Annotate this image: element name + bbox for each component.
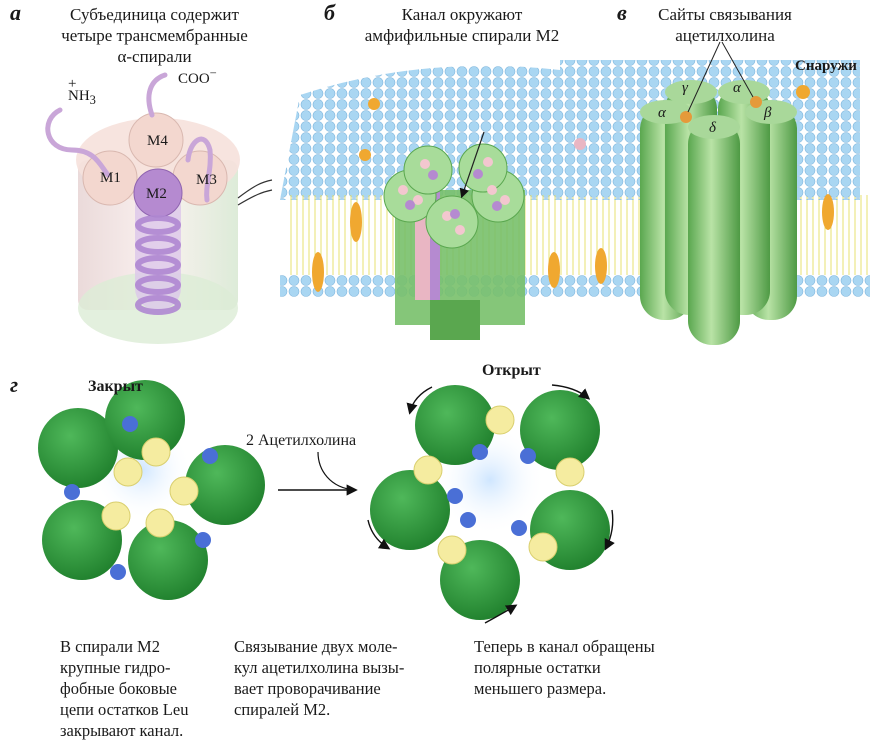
subunit-alpha-right: α xyxy=(733,80,741,96)
desc-left-line: фобные боковые xyxy=(60,679,177,698)
helix-label-m4: M4 xyxy=(147,133,168,149)
caption-b-line: Канал окружают xyxy=(401,5,523,24)
desc-middle-line: Связывание двух моле- xyxy=(234,637,398,656)
nh3-label: NH3 xyxy=(68,88,96,108)
caption-a: Субъединица содержит четыре трансмембран… xyxy=(22,4,287,67)
open-channel xyxy=(367,384,615,624)
desc-right: Теперь в канал обращены полярные остатки… xyxy=(474,636,714,699)
caption-c: Сайты связывания ацетилхолина xyxy=(640,4,810,46)
caption-b: Канал окружают амфифильные спирали М2 xyxy=(332,4,592,46)
closed-channel xyxy=(38,380,265,600)
closed-label: Закрыт xyxy=(88,378,143,395)
coo-label: COO− xyxy=(178,66,217,88)
helix-label-m2: M2 xyxy=(146,186,167,202)
desc-middle: Связывание двух моле- кул ацетилхолина в… xyxy=(234,636,449,720)
coo-superscript: − xyxy=(209,66,217,80)
subunit-gamma: γ xyxy=(682,80,688,96)
subunit-alpha-left: α xyxy=(658,105,666,121)
desc-left: В спирали М2 крупные гидро- фобные боков… xyxy=(60,636,230,741)
channel-cutaway xyxy=(383,131,525,340)
nh3-text: NH xyxy=(68,88,90,104)
plus-sign: + xyxy=(68,76,77,92)
desc-middle-line: вает проворачивание xyxy=(234,679,381,698)
desc-middle-line: спиралей М2. xyxy=(234,700,331,719)
desc-left-line: крупные гидро- xyxy=(60,658,171,677)
panel-letter-d: г xyxy=(10,372,19,397)
subunit-illustration xyxy=(45,72,273,344)
receptor-cylinders xyxy=(640,41,797,345)
caption-c-line: Сайты связывания xyxy=(658,5,792,24)
caption-b-line: амфифильные спирали М2 xyxy=(364,26,560,45)
outside-label: Снаружи xyxy=(795,58,857,74)
subunit-delta: δ xyxy=(709,120,716,136)
subunit-beta: β xyxy=(764,105,772,121)
desc-right-line: Теперь в канал обращены xyxy=(474,637,655,656)
caption-c-line: ацетилхолина xyxy=(675,26,775,45)
desc-left-line: закрывают канал. xyxy=(60,721,184,740)
caption-a-line: α-спирали xyxy=(117,47,192,66)
desc-right-line: полярные остатки xyxy=(474,658,601,677)
helix-label-m1: M1 xyxy=(100,170,121,186)
coo-text: COO xyxy=(178,71,210,87)
desc-right-line: меньшего размера. xyxy=(474,679,607,698)
caption-a-line: Субъединица содержит xyxy=(70,5,239,24)
nh3-subscript: 3 xyxy=(89,93,96,107)
caption-a-line: четыре трансмембранные xyxy=(61,26,248,45)
desc-middle-line: кул ацетилхолина вызы- xyxy=(234,658,405,677)
panel-letter-a: а xyxy=(10,0,21,25)
desc-left-line: В спирали М2 xyxy=(60,637,160,656)
open-label: Открыт xyxy=(482,362,541,379)
panel-letter-b: б xyxy=(324,0,335,25)
arrow-label: 2 Ацетилхолина xyxy=(246,432,357,449)
desc-left-line: цепи остатков Leu xyxy=(60,700,189,719)
helix-label-m3: M3 xyxy=(196,172,217,188)
panel-letter-c: в xyxy=(617,0,627,25)
